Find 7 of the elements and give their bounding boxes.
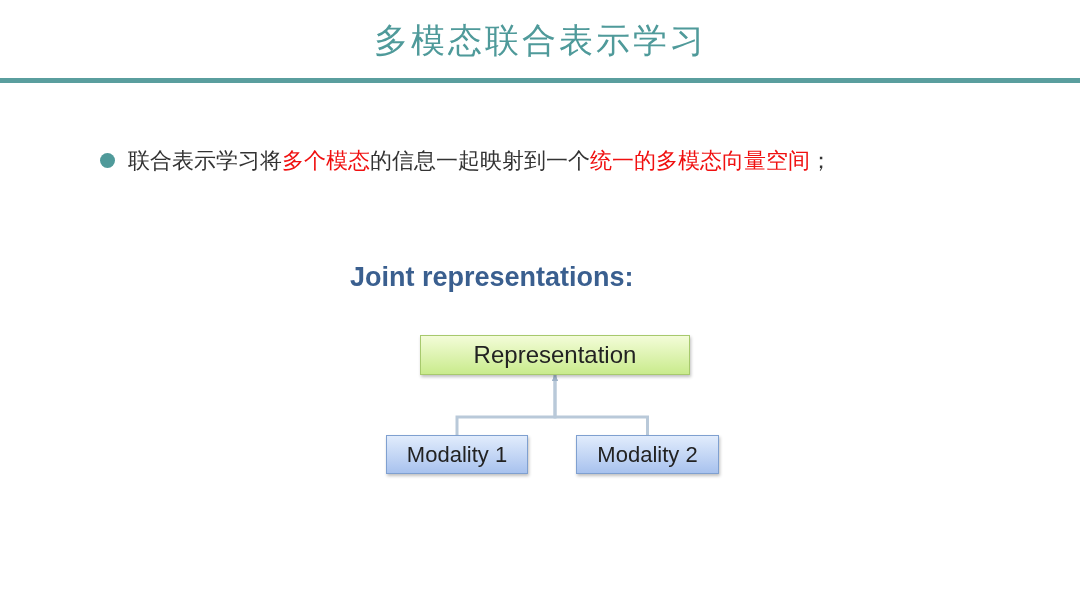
slide-title: 多模态联合表示学习 bbox=[372, 19, 708, 62]
representation-box: Representation bbox=[420, 335, 690, 375]
connector-arrow bbox=[552, 374, 649, 435]
bullet-text: 联合表示学习将多个模态的信息一起映射到一个统一的多模态向量空间； bbox=[128, 147, 832, 175]
modality-box: Modality 2 bbox=[576, 435, 719, 474]
diagram-heading: Joint representations: bbox=[350, 262, 634, 293]
modality-box: Modality 1 bbox=[386, 435, 528, 474]
